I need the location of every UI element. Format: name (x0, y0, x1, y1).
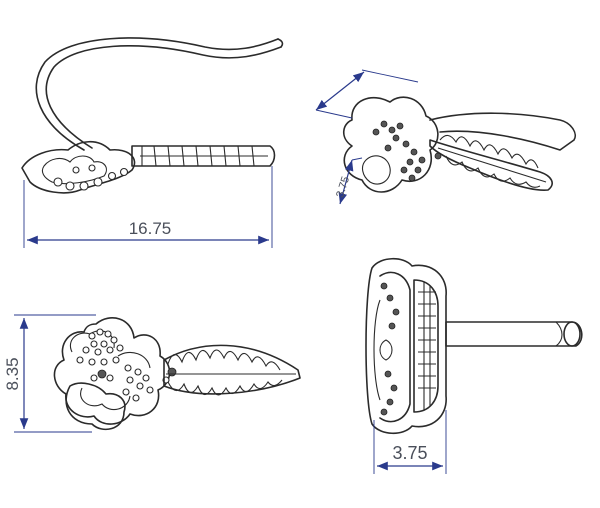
front-view-stones (76, 328, 177, 402)
side-view-stones (53, 164, 129, 191)
front-view-fern-loops (166, 349, 296, 396)
front-view: 8.35 (3, 314, 301, 433)
profile-view-dimension: 3.75 (373, 410, 447, 474)
side-view: 16.75 (21, 37, 284, 248)
side-view-dimension-label: 16.75 (129, 219, 172, 238)
profile-view-ribs (418, 282, 436, 410)
side-view-dimension: 16.75 (23, 166, 273, 248)
profile-view-dimension-label: 3.75 (392, 443, 427, 463)
front-view-dimension-label: 8.35 (3, 357, 22, 390)
isometric-view-dimension: 3.75 (315, 69, 419, 205)
isometric-view-dimension-label: 3.75 (334, 175, 352, 199)
isometric-view-stones (372, 120, 442, 182)
isometric-view: 3.75 (315, 69, 576, 205)
profile-view-stones (380, 282, 400, 416)
profile-view: 3.75 (365, 257, 583, 474)
front-view-dimension: 8.35 (3, 314, 96, 433)
isometric-view-fern-loops (437, 134, 547, 188)
side-view-fern-segments (140, 145, 268, 167)
